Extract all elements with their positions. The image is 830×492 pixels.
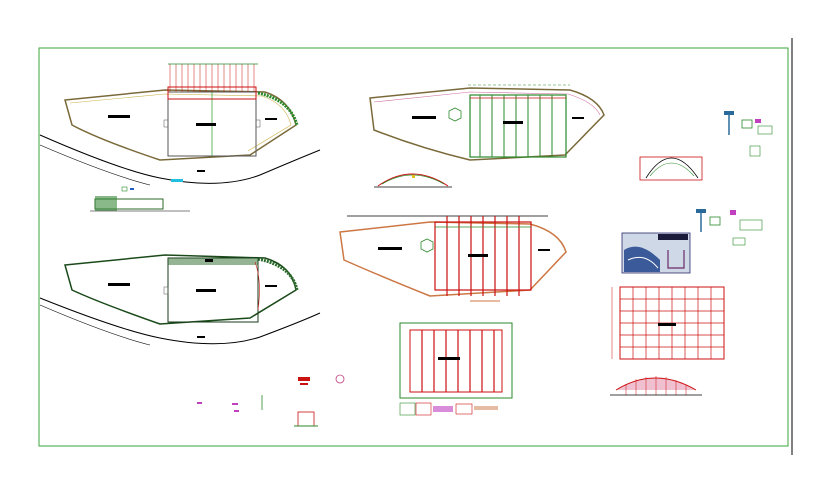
planting-arc-2 (257, 257, 299, 291)
site-outline-1-inner (69, 93, 292, 152)
detail-red-b (300, 383, 308, 385)
road-curve-2 (39, 297, 321, 345)
drawing-frame (38, 47, 789, 447)
detail-magenta-a (232, 403, 238, 405)
render-roof-a (624, 246, 660, 272)
site-outline-2 (64, 254, 297, 325)
detail-strip-5 (399, 402, 498, 416)
site-plan-4 (339, 215, 567, 302)
arch-detail-green (649, 162, 695, 177)
column-details-mid-right (696, 209, 763, 246)
label-bar-4a (378, 247, 402, 250)
label-bar-3b (503, 121, 523, 124)
detail-magenta-c (197, 402, 202, 404)
render-title-bar (658, 234, 688, 240)
elevation-small-left (90, 186, 190, 212)
site-plan-2 (39, 254, 321, 346)
arch-detail-right (639, 156, 703, 181)
label-bar-4b (468, 254, 488, 257)
site-plan-3 (369, 84, 605, 161)
label-bar-2b (196, 289, 216, 292)
framing-outer-5 (399, 322, 513, 399)
red-edge-2 (254, 261, 260, 311)
label-bar-2d (197, 336, 205, 338)
roof-lines-4 (446, 216, 520, 296)
arch-detail-curve (645, 157, 699, 179)
column-details-top-right (724, 111, 773, 157)
door-1b (255, 119, 261, 128)
detail-red-a (298, 377, 310, 381)
door-2a (163, 286, 169, 295)
site-outline-3-pink (373, 91, 601, 116)
door-1a (163, 119, 169, 128)
label-bar-1b (196, 123, 216, 126)
label-bar-4c (538, 249, 550, 251)
detail-symbols-lower-left (197, 374, 345, 427)
road-curve-2b (39, 304, 151, 346)
framing-lines-5 (421, 330, 495, 392)
arch-elevation-right (610, 376, 702, 396)
building-3 (469, 94, 567, 158)
arch-right-ribs (625, 376, 687, 395)
label-bar-2c (265, 285, 277, 287)
grid-ticks-1 (169, 64, 255, 92)
road-curve-1 (39, 134, 321, 184)
site-plan-1 (39, 63, 321, 186)
render-roof-b (627, 256, 659, 269)
planting-arc-1 (257, 91, 299, 126)
label-bar-roof (658, 323, 676, 326)
roof-framing-grid (620, 287, 724, 359)
site-outline-3 (369, 87, 605, 161)
arch-3-yellow (412, 175, 415, 178)
elev-green-block (95, 196, 117, 211)
detail-circle (335, 374, 345, 384)
arch-elevation-3 (374, 173, 452, 188)
arch-detail-box (639, 156, 703, 181)
label-bar-2e (205, 259, 213, 262)
site-outline-4 (339, 221, 567, 297)
hex-symbol-4 (420, 238, 434, 253)
label-bar-1a (108, 115, 130, 118)
render-detail (667, 250, 685, 269)
road-curve-1b (39, 144, 151, 186)
framing-inner-5 (409, 329, 503, 393)
frame-lines-3 (479, 95, 553, 157)
hex-symbol-3 (448, 107, 462, 122)
render-panel-3d (621, 232, 691, 274)
elev-tag-b (130, 188, 134, 190)
roof-framing-plan-right (611, 286, 725, 360)
label-bar-3c (572, 117, 584, 119)
framing-plan-5 (399, 322, 513, 416)
label-bar-1d (197, 170, 205, 172)
label-bar-5 (438, 357, 460, 360)
elev-tag-a (121, 186, 128, 192)
label-bar-2a (108, 283, 130, 286)
label-bar-3a (412, 116, 436, 119)
arch-3 (377, 173, 449, 187)
label-bar-1c (265, 118, 277, 120)
site-outline-1 (64, 89, 297, 161)
detail-magenta-b (234, 410, 239, 412)
cyan-mark-1 (171, 179, 183, 182)
